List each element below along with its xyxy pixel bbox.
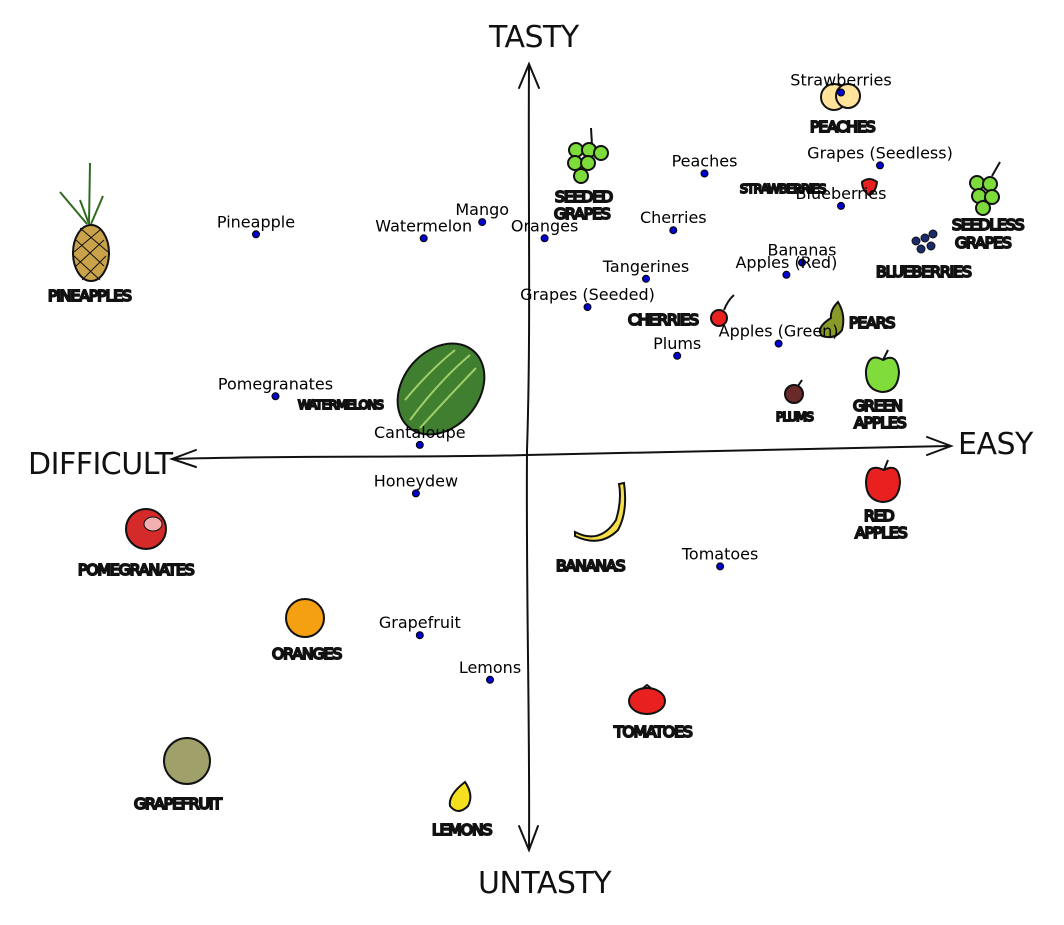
data-point [774, 339, 783, 348]
banana-icon [574, 481, 627, 542]
data-point [540, 234, 549, 243]
drawing-label-green-apples-2: APPLES [854, 414, 906, 432]
lemon-icon [448, 780, 472, 812]
cherry-icon [710, 294, 735, 327]
drawing-label-green-apples-1: GREEN [853, 397, 902, 415]
drawing-label-strawberries: STRAWBERRIES [740, 181, 826, 196]
data-point [486, 675, 494, 684]
horizontal-axis-right-arrow [926, 436, 954, 456]
axis-label-easy: EASY [958, 427, 1034, 462]
drawing-label-plums: PLUMS [776, 409, 814, 424]
data-point [837, 88, 845, 97]
blueberries-icon [911, 229, 938, 254]
grapes-icon [567, 127, 609, 184]
data-point-label: Tangerines [602, 257, 689, 276]
data-point [478, 218, 487, 227]
watermelon-icon [396, 342, 486, 436]
data-point [716, 562, 725, 571]
orange-icon [285, 598, 325, 638]
pomegranate-icon [125, 508, 167, 550]
data-point-label: Grapes (Seedless) [807, 143, 953, 162]
data-point-label: Pomegranates [218, 374, 333, 393]
drawing-label-cherries: CHERRIES [628, 311, 698, 329]
data-point-label: Oranges [511, 216, 578, 235]
data-point-label: Lemons [459, 658, 521, 677]
data-point-label: Blueberries [796, 184, 887, 203]
vertical-axis-top-arrow [518, 61, 540, 89]
drawing-label-lemons: LEMONS [432, 821, 492, 839]
data-point-label: Watermelon [375, 216, 472, 235]
drawing-label-pineapples: PINEAPPLES [48, 287, 131, 305]
data-point-label: Pineapple [217, 212, 295, 231]
drawing-label-oranges: ORANGES [272, 645, 341, 663]
axis-label-difficult: DIFFICULT [28, 447, 174, 482]
vertical-axis-line [525, 65, 531, 849]
data-point-label: Cherries [640, 208, 707, 227]
drawing-label-red-apples-1: RED [864, 507, 895, 525]
drawing-label-bananas: BANANAS [556, 557, 625, 575]
drawing-label-seeded-grapes-2: GRAPES [554, 205, 610, 223]
data-point [876, 161, 884, 170]
drawing-label-peaches: PEACHES [810, 118, 875, 136]
data-point [673, 351, 682, 360]
drawing-label-seedless-grapes-2: GRAPES [955, 234, 1011, 252]
data-point [411, 489, 420, 498]
data-point-label: Apples (Red) [735, 253, 837, 272]
horizontal-axis-line [171, 445, 951, 460]
drawing-label-tomatoes: TOMATOES [613, 723, 692, 741]
pineapple-icon [59, 162, 110, 282]
data-point-label: Strawberries [790, 71, 891, 90]
data-point [798, 258, 806, 267]
data-point [271, 392, 280, 401]
green-apple-icon [864, 349, 901, 394]
data-point [583, 303, 592, 312]
data-point [642, 274, 650, 283]
data-point [837, 201, 845, 210]
data-point [782, 270, 791, 279]
grapefruit-icon [163, 737, 211, 785]
drawing-label-seeded-grapes-1: SEEDED [555, 188, 613, 206]
strawberry-icon [860, 178, 879, 197]
red-apple-icon [864, 459, 902, 504]
drawing-label-seedless-grapes-1: SEEDLESS [952, 216, 1024, 234]
data-point-label: Tomatoes [681, 544, 758, 563]
drawing-label-pomegranates: POMEGRANATES [78, 561, 194, 579]
data-point-label: Bananas [767, 241, 836, 260]
data-point [415, 440, 424, 449]
drawing-label-watermelons: WATERMELONS [298, 397, 384, 412]
data-point [700, 169, 709, 178]
horizontal-axis-left-arrow [169, 449, 197, 468]
data-point-label: Grapefruit [379, 613, 461, 632]
grapes-icon [969, 161, 1001, 216]
data-point-label: Honeydew [374, 471, 458, 490]
plum-icon [784, 379, 804, 404]
data-point-label: Peaches [672, 152, 738, 171]
data-point-label: Mango [455, 200, 509, 219]
data-point [252, 230, 260, 239]
data-point-label: Apples (Green) [719, 322, 839, 341]
axis-label-tasty: TASTY [488, 20, 580, 55]
drawing-label-red-apples-2: APPLES [855, 524, 907, 542]
tomato-icon [628, 683, 666, 715]
axes [169, 61, 954, 853]
drawing-label-grapefruit: GRAPEFRUIT [134, 795, 222, 813]
data-point [669, 226, 678, 235]
data-point-label: Cantaloupe [374, 423, 466, 442]
drawing-label-pears: PEARS [849, 314, 895, 332]
vertical-axis-bottom-arrow [518, 825, 539, 853]
data-point-label: Plums [653, 334, 701, 353]
pear-icon [818, 300, 845, 339]
drawing-label-blueberries: BLUEBERRIES [876, 263, 971, 281]
data-point [415, 631, 424, 640]
data-point-label: Grapes (Seeded) [520, 285, 655, 304]
data-point [419, 234, 428, 243]
fruit-drawings: PEACHES STRAWBERRIES SEEDED GRAPES SEEDL… [47, 83, 1026, 840]
axis-label-untasty: UNTASTY [478, 866, 612, 901]
